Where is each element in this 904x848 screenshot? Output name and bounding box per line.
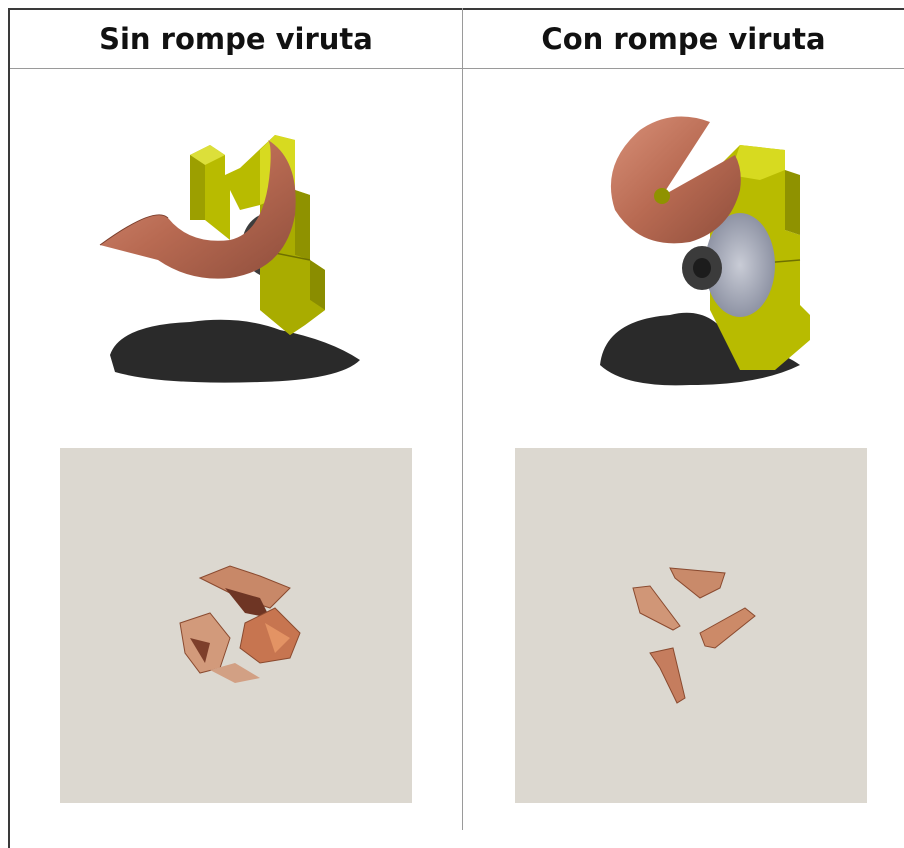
small-chips [632,567,756,704]
column-header-with-chipbreaker: Con rompe viruta [541,22,826,56]
tool-illustration-without-chipbreaker [99,135,360,383]
chips-photo-with-chipbreaker [515,448,867,803]
header-divider [10,68,904,69]
chip-cluster [179,565,301,683]
chips-photo-without-chipbreaker [60,448,412,803]
comparison-table [8,8,904,848]
tool-illustration-with-chipbreaker [600,116,810,386]
column-divider [462,8,463,830]
column-header-without-chipbreaker: Sin rompe viruta [99,22,373,56]
